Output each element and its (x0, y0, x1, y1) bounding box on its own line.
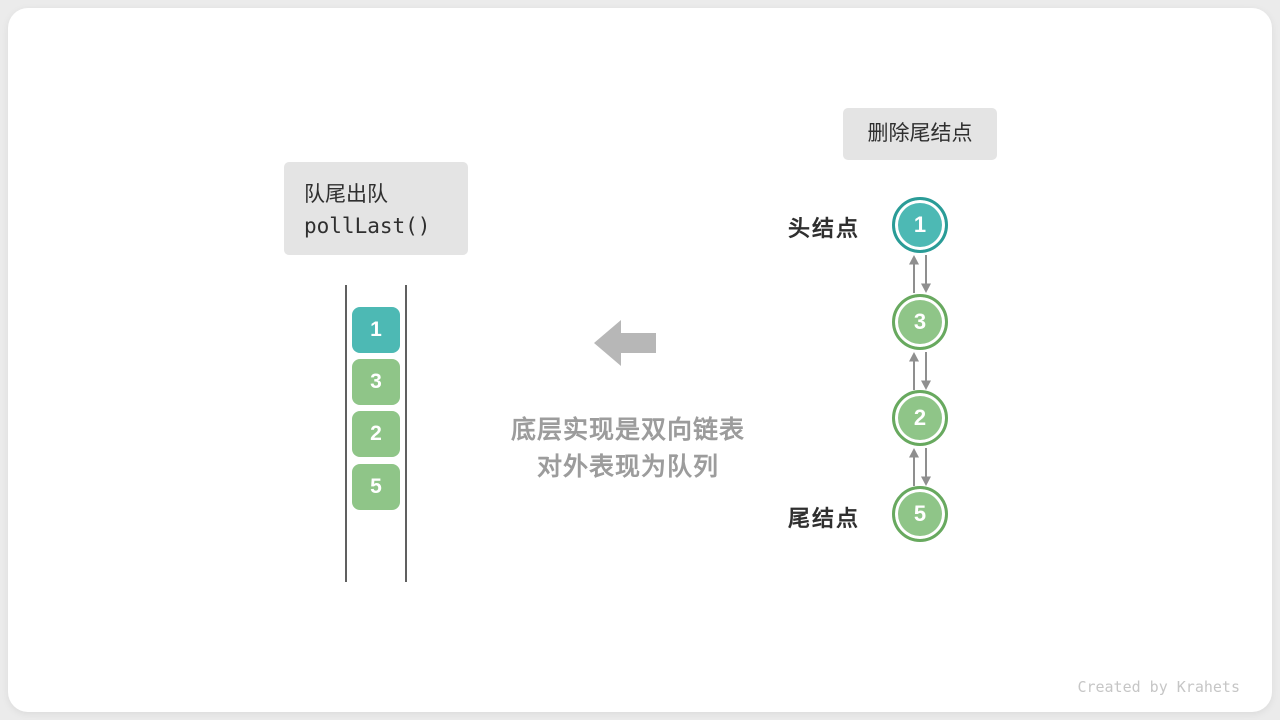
operation-method-text: pollLast() (304, 214, 431, 238)
caption-line-1: 底层实现是双向链表 (510, 416, 745, 444)
bidirectional-link-arrows-icon (900, 255, 940, 293)
tail-node-label: 尾结点 (788, 506, 861, 531)
operation-label: 队尾出队 pollLast() (284, 162, 468, 255)
head-node-label: 头结点 (788, 216, 861, 241)
bidirectional-link-arrows-icon (900, 448, 940, 486)
diagram-card (8, 8, 1272, 712)
left-block-arrow-icon (594, 316, 656, 370)
list-node-5: 5 (892, 486, 948, 542)
queue-visual: 1 3 2 5 (345, 285, 407, 582)
credit-text: Created by Krahets (1077, 678, 1240, 696)
bidirectional-link-arrows-icon (900, 352, 940, 390)
queue-left-wall (345, 285, 347, 582)
caption-line-2: 对外表现为队列 (536, 453, 719, 481)
caption-text: 底层实现是双向链表 对外表现为队列 (458, 412, 798, 486)
queue-item-3: 3 (352, 359, 400, 405)
list-node-3: 3 (892, 294, 948, 350)
list-node-2: 2 (892, 390, 948, 446)
list-node-1: 1 (892, 197, 948, 253)
queue-right-wall (405, 285, 407, 582)
delete-tail-node-label: 删除尾结点 (843, 108, 997, 160)
queue-item-5: 5 (352, 464, 400, 510)
operation-name-text: 队尾出队 (304, 183, 388, 206)
queue-item-2: 2 (352, 411, 400, 457)
queue-item-1: 1 (352, 307, 400, 353)
